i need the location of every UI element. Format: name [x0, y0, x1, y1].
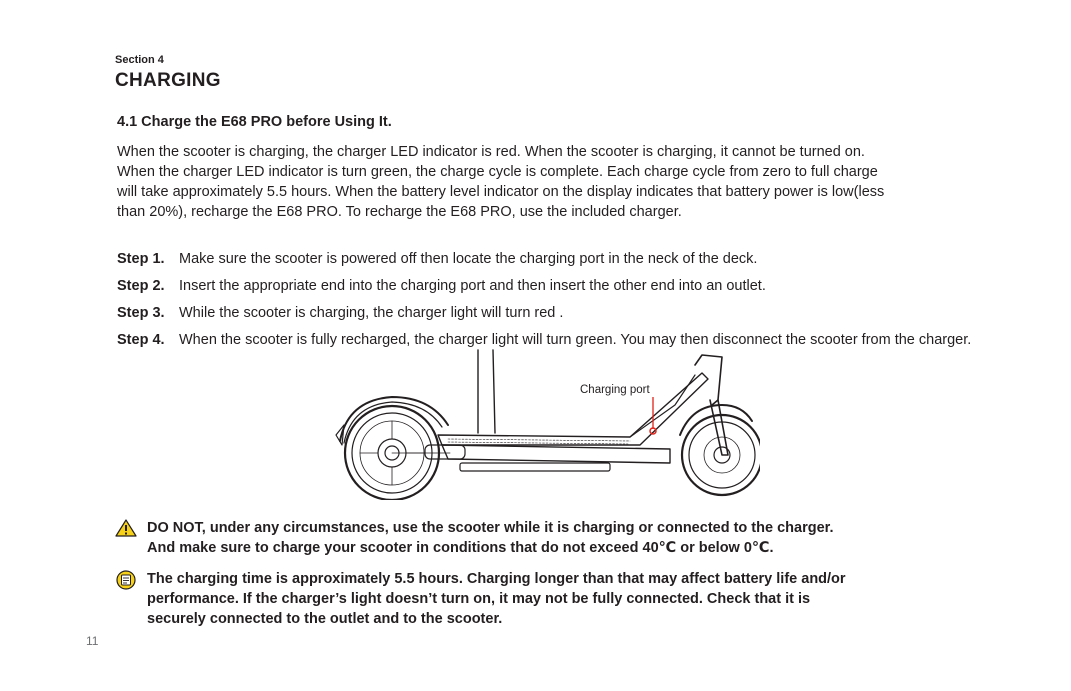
step-label: Step 3.	[117, 305, 165, 321]
warning-triangle-icon	[115, 518, 147, 558]
info-line: securely connected to the outlet and to …	[147, 611, 503, 627]
step-item: Step 4. When the scooter is fully rechar…	[117, 330, 987, 350]
section-label: Section 4	[115, 54, 164, 66]
intro-paragraph: When the scooter is charging, the charge…	[117, 142, 977, 222]
info-line: The charging time is approximately 5.5 h…	[147, 571, 846, 587]
step-item: Step 2. Insert the appropriate end into …	[117, 276, 987, 296]
step-label: Step 1.	[117, 251, 165, 267]
info-line: performance. If the charger’s light does…	[147, 591, 811, 607]
step-item: Step 3. While the scooter is charging, t…	[117, 303, 987, 323]
charging-port-label: Charging port	[580, 384, 650, 396]
intro-line: When the scooter is charging, the charge…	[117, 144, 865, 160]
warning-line: DO NOT, under any circumstances, use the…	[147, 520, 834, 536]
subsection-title: 4.1 Charge the E68 PRO before Using It.	[117, 114, 392, 130]
step-text: When the scooter is fully recharged, the…	[179, 332, 972, 348]
intro-line: will take approximately 5.5 hours. When …	[117, 184, 885, 200]
warning-note: DO NOT, under any circumstances, use the…	[115, 518, 995, 558]
step-item: Step 1. Make sure the scooter is powered…	[117, 249, 987, 269]
step-label: Step 2.	[117, 278, 165, 294]
warning-line: And make sure to charge your scooter in …	[147, 540, 774, 556]
notepad-icon	[115, 569, 147, 629]
steps-list: Step 1. Make sure the scooter is powered…	[117, 249, 987, 357]
step-text: While the scooter is charging, the charg…	[179, 305, 564, 321]
step-text: Make sure the scooter is powered off the…	[179, 251, 758, 267]
intro-line: than 20%), recharge the E68 PRO. To rech…	[117, 204, 682, 220]
scooter-diagram: Charging port	[335, 349, 760, 500]
info-note: The charging time is approximately 5.5 h…	[115, 569, 995, 629]
page-number: 11	[86, 634, 99, 648]
intro-line: When the charger LED indicator is turn g…	[117, 164, 878, 180]
section-title: CHARGING	[115, 70, 221, 91]
step-text: Insert the appropriate end into the char…	[179, 278, 766, 294]
step-label: Step 4.	[117, 332, 165, 348]
